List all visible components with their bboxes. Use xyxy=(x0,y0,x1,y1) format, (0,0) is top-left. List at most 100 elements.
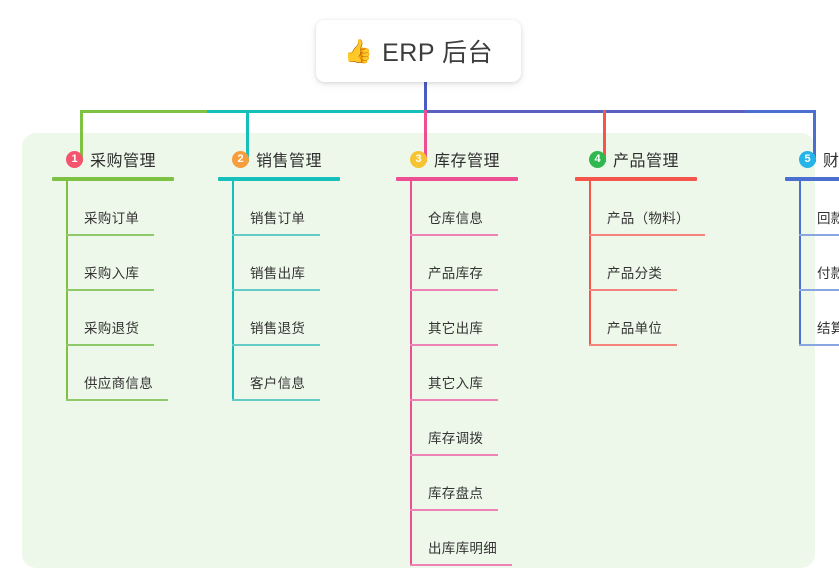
menu-item[interactable]: 产品分类 xyxy=(575,236,697,291)
menu-item-label: 其它出库 xyxy=(428,321,484,336)
category-column-5: 5 财务管理回款单付款单结算账户 xyxy=(785,147,839,346)
menu-item[interactable]: 出库库明细 xyxy=(396,511,518,566)
category-title: 财务管理 xyxy=(823,153,839,170)
category-number-badge: 4 xyxy=(589,150,606,168)
category-item-list: 采购订单采购入库采购退货供应商信息 xyxy=(52,181,174,401)
menu-item-rule xyxy=(410,564,512,566)
menu-item-label: 采购入库 xyxy=(84,266,140,281)
menu-item-label: 产品分类 xyxy=(607,266,663,281)
category-number-badge: 2 xyxy=(232,150,249,168)
menu-item[interactable]: 仓库信息 xyxy=(396,181,518,236)
category-item-list: 仓库信息产品库存其它出库其它入库库存调拨库存盘点出库库明细 xyxy=(396,181,518,566)
menu-item-label: 产品库存 xyxy=(428,266,484,281)
category-number-badge: 5 xyxy=(799,150,816,168)
menu-item[interactable]: 采购入库 xyxy=(52,236,174,291)
menu-item[interactable]: 产品单位 xyxy=(575,291,697,346)
category-header-rule xyxy=(396,177,518,181)
menu-item[interactable]: 客户信息 xyxy=(218,346,340,401)
connector-drop-3 xyxy=(424,110,427,162)
category-column-3: 3 库存管理仓库信息产品库存其它出库其它入库库存调拨库存盘点出库库明细 xyxy=(396,147,518,566)
menu-item[interactable]: 采购订单 xyxy=(52,181,174,236)
menu-item-rule xyxy=(799,289,839,291)
menu-item[interactable]: 其它出库 xyxy=(396,291,518,346)
menu-item-rule xyxy=(799,234,839,236)
category-header-3[interactable]: 3 库存管理 xyxy=(396,147,518,171)
menu-item-rule xyxy=(410,454,498,456)
menu-item-label: 采购退货 xyxy=(84,321,140,336)
menu-item[interactable]: 库存盘点 xyxy=(396,456,518,511)
category-header-rule xyxy=(218,177,340,181)
menu-item-rule xyxy=(799,344,839,346)
connector-bus-segment-2 xyxy=(207,110,426,113)
menu-item[interactable]: 采购退货 xyxy=(52,291,174,346)
menu-item-rule xyxy=(589,344,677,346)
category-title: 销售管理 xyxy=(256,153,323,170)
category-vertical-stem xyxy=(410,181,412,566)
menu-item-rule xyxy=(589,289,677,291)
menu-item-label: 销售退货 xyxy=(250,321,306,336)
menu-item-rule xyxy=(410,234,498,236)
menu-item-label: 仓库信息 xyxy=(428,211,484,226)
menu-item[interactable]: 供应商信息 xyxy=(52,346,174,401)
root-node-label: ERP 后台 xyxy=(382,39,494,67)
category-header-4[interactable]: 4 产品管理 xyxy=(575,147,697,171)
menu-item-label: 付款单 xyxy=(817,266,839,281)
thumbs-up-icon: 👍 xyxy=(343,37,374,64)
menu-item-label: 产品单位 xyxy=(607,321,663,336)
category-item-list: 产品（物料） 产品分类产品单位 xyxy=(575,181,705,346)
category-header-rule xyxy=(785,177,839,181)
category-vertical-stem xyxy=(232,181,234,401)
menu-item-label: 销售订单 xyxy=(250,211,306,226)
menu-item[interactable]: 产品（物料） xyxy=(575,181,705,236)
menu-item-label: 出库库明细 xyxy=(428,541,497,556)
category-header-2[interactable]: 2 销售管理 xyxy=(218,147,340,171)
menu-item[interactable]: 回款单 xyxy=(785,181,839,236)
menu-item-label: 采购订单 xyxy=(84,211,140,226)
menu-item[interactable]: 付款单 xyxy=(785,236,839,291)
menu-item[interactable]: 销售订单 xyxy=(218,181,340,236)
menu-item-rule xyxy=(232,234,320,236)
menu-item-rule xyxy=(66,289,154,291)
category-column-4: 4 产品管理产品（物料） 产品分类产品单位 xyxy=(575,147,705,346)
category-header-rule xyxy=(575,177,697,181)
connector-bus-segment-1 xyxy=(80,110,207,113)
root-node-title: 👍 ERP 后台 xyxy=(344,33,493,69)
menu-item[interactable]: 产品库存 xyxy=(396,236,518,291)
category-number-badge: 3 xyxy=(410,150,427,168)
menu-item-label: 结算账户 xyxy=(817,321,839,336)
menu-item[interactable]: 其它入库 xyxy=(396,346,518,401)
connector-bus-segment-3 xyxy=(426,110,745,113)
category-vertical-stem xyxy=(799,181,801,346)
menu-item-rule xyxy=(66,344,154,346)
menu-item-rule xyxy=(410,399,498,401)
menu-item-rule xyxy=(66,399,168,401)
category-item-list: 回款单付款单结算账户 xyxy=(785,181,839,346)
menu-item-rule xyxy=(410,289,498,291)
menu-item-rule xyxy=(410,344,498,346)
menu-item[interactable]: 销售出库 xyxy=(218,236,340,291)
menu-item[interactable]: 结算账户 xyxy=(785,291,839,346)
connector-trunk xyxy=(424,82,427,112)
root-node-card[interactable]: 👍 ERP 后台 xyxy=(316,20,521,82)
connector-drop-1 xyxy=(80,110,83,162)
category-item-list: 销售订单销售出库销售退货客户信息 xyxy=(218,181,340,401)
category-vertical-stem xyxy=(589,181,591,346)
menu-item-rule xyxy=(589,234,705,236)
menu-item-rule xyxy=(410,509,498,511)
menu-item-label: 其它入库 xyxy=(428,376,484,391)
category-title: 采购管理 xyxy=(90,153,157,170)
menu-item-label: 回款单 xyxy=(817,211,839,226)
menu-item-rule xyxy=(232,289,320,291)
category-title: 产品管理 xyxy=(613,153,680,170)
menu-item[interactable]: 库存调拨 xyxy=(396,401,518,456)
menu-item[interactable]: 销售退货 xyxy=(218,291,340,346)
menu-item-rule xyxy=(66,234,154,236)
menu-item-label: 库存盘点 xyxy=(428,486,484,501)
connector-drop-5 xyxy=(813,110,816,162)
category-vertical-stem xyxy=(66,181,68,401)
category-title: 库存管理 xyxy=(434,153,501,170)
category-header-5[interactable]: 5 财务管理 xyxy=(785,147,839,171)
